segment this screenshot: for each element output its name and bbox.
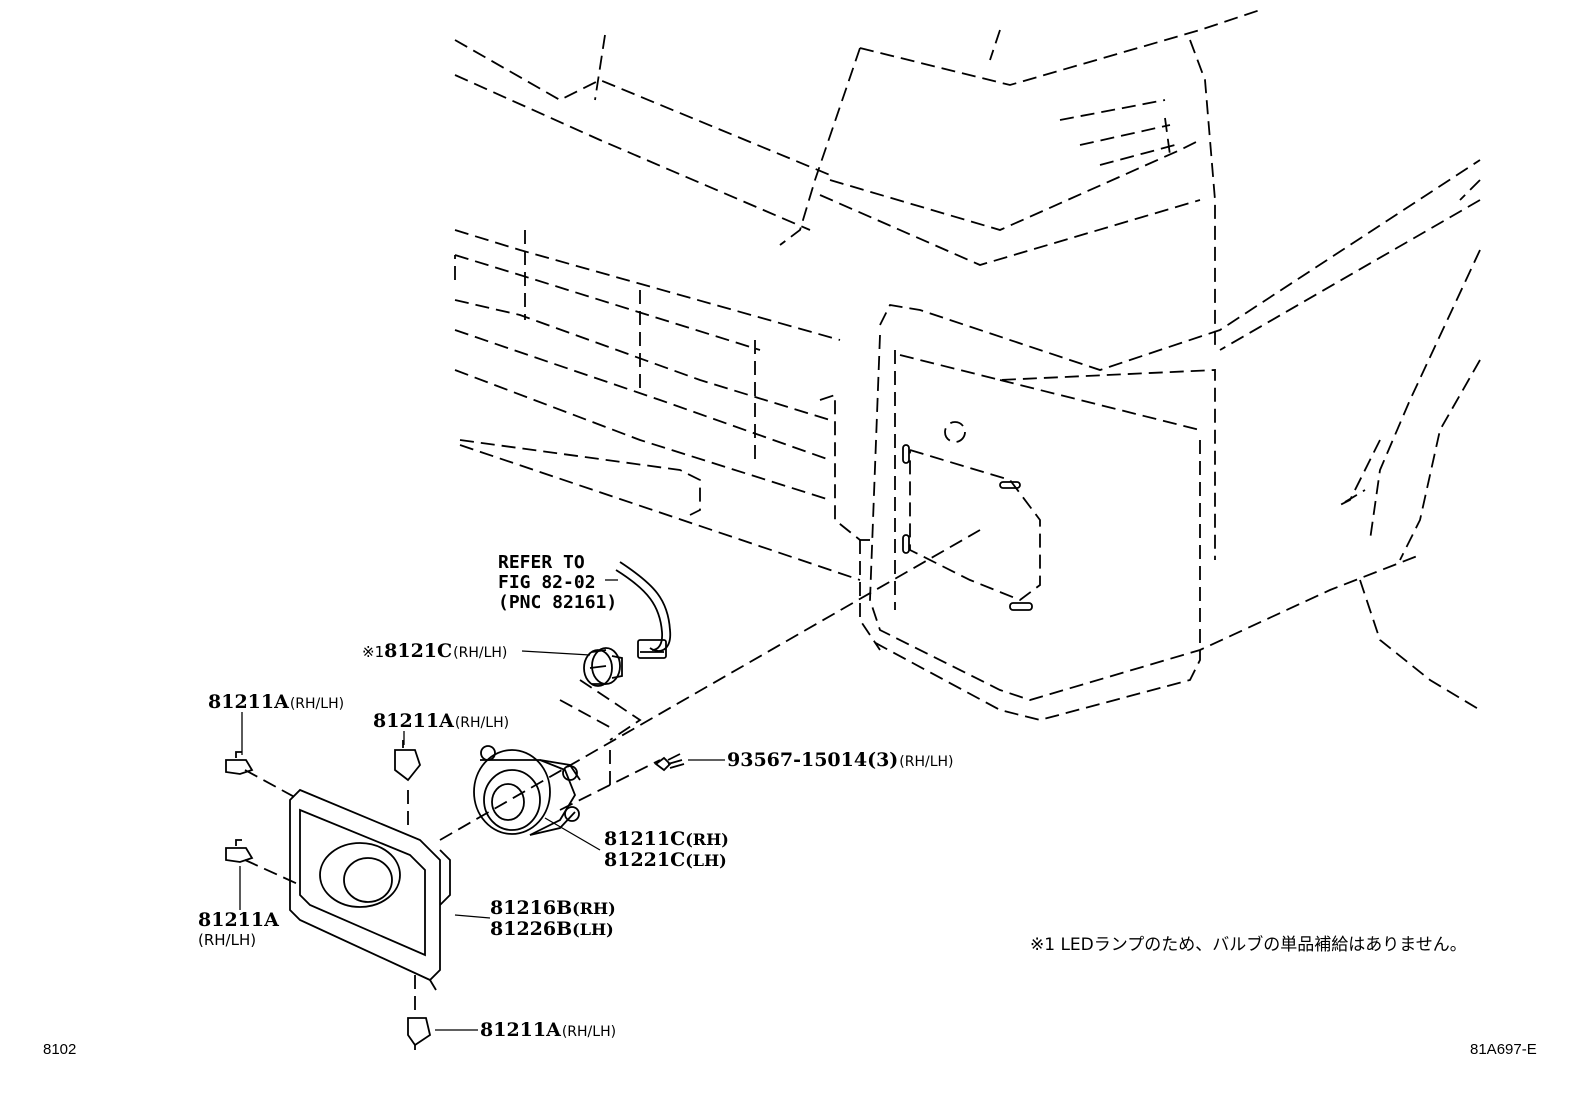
cover-lh-number: 81226B bbox=[490, 918, 573, 940]
callout-clip-top-mid: 81211A(RH/LH) bbox=[373, 711, 509, 733]
led-note: ※1 LEDランプのため、バルブの単品補給はありません。 bbox=[1030, 935, 1467, 955]
bumper-slots bbox=[902, 444, 1033, 611]
clip-left-side: (RH/LH) bbox=[198, 931, 257, 949]
vehicle-body-outline bbox=[244, 9, 1481, 1010]
lamp-rh-number: 81211C bbox=[604, 828, 686, 850]
harness-connector bbox=[615, 561, 672, 659]
callout-fog-lamp: 81211C(RH) 81221C(LH) bbox=[604, 829, 729, 871]
clip-bottom-side: (RH/LH) bbox=[561, 1024, 617, 1040]
cover-lh-side: (LH) bbox=[572, 920, 614, 939]
clip-bottom-number: 81211A bbox=[480, 1019, 561, 1041]
lamp-lh-side: (LH) bbox=[685, 851, 727, 870]
lamp-rh-side: (RH) bbox=[685, 830, 729, 849]
callout-lamp-cover: 81216B(RH) 81226B(LH) bbox=[490, 898, 616, 940]
refer-to-label: REFER TO FIG 82-02 (PNC 82161) bbox=[498, 553, 617, 613]
callout-clip-bottom: 81211A(RH/LH) bbox=[480, 1020, 616, 1042]
refer-line-2: FIG 82-02 bbox=[498, 572, 596, 593]
callout-screw: 93567-15014(3)(RH/LH) bbox=[727, 750, 954, 772]
bulb-socket-drawing bbox=[583, 647, 623, 687]
cover-rh-number: 81216B bbox=[490, 897, 573, 919]
lamp-cover-drawing bbox=[289, 788, 451, 991]
refer-line-3: (PNC 82161) bbox=[498, 592, 618, 613]
cover-rh-side: (RH) bbox=[572, 899, 616, 918]
clip-drawings bbox=[225, 740, 432, 1050]
screw-number: 93567-15014(3) bbox=[727, 749, 899, 771]
clip-left-number: 81211A bbox=[198, 909, 279, 931]
figure-code-right: 81A697-E bbox=[1470, 1041, 1537, 1058]
lamp-lh-number: 81221C bbox=[604, 849, 686, 871]
clip-top-left-number: 81211A bbox=[208, 691, 289, 713]
callout-bulb: ※18121C(RH/LH) bbox=[362, 641, 507, 663]
bulb-side: (RH/LH) bbox=[453, 645, 508, 661]
callout-clip-top-left: 81211A(RH/LH) bbox=[208, 692, 344, 714]
leader-lines bbox=[239, 579, 725, 1031]
bulb-note-mark: ※1 bbox=[362, 643, 385, 661]
callout-clip-left: 81211A (RH/LH) bbox=[198, 910, 279, 950]
clip-top-mid-side: (RH/LH) bbox=[454, 715, 510, 731]
screw-side: (RH/LH) bbox=[899, 754, 954, 770]
clip-top-mid-number: 81211A bbox=[373, 710, 454, 732]
refer-line-1: REFER TO bbox=[498, 552, 585, 573]
screw-drawing bbox=[654, 753, 685, 772]
clip-top-left-side: (RH/LH) bbox=[289, 696, 345, 712]
figure-code-left: 8102 bbox=[43, 1041, 77, 1058]
fog-lamp-drawing bbox=[473, 745, 581, 836]
bulb-part-number: 8121C bbox=[384, 640, 453, 662]
